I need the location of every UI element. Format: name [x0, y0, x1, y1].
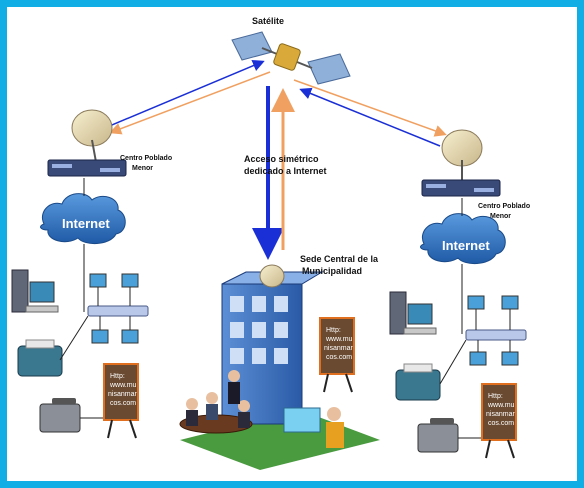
left-site-label-line2: Menor [132, 165, 153, 172]
right-board-line3: nisanmar [486, 411, 515, 418]
satellite-label: Satélite [252, 16, 284, 26]
right-pc-icons [467, 295, 519, 366]
hq-board-line1: Http: [326, 327, 341, 334]
left-server-icon [11, 269, 59, 313]
left-board-line3: nisanmar [108, 391, 137, 398]
right-phone-icon [417, 418, 459, 453]
link-label-line1: Acceso simétrico [244, 154, 319, 164]
link-label-line2: dedicado a Internet [244, 166, 327, 176]
right-board-line4: cos.com [488, 420, 514, 427]
left-printer-icon [17, 339, 63, 377]
hq-board-line3: nisanmar [324, 345, 353, 352]
hq-board-line4: cos.com [326, 354, 352, 361]
right-site-label-line2: Menor [490, 213, 511, 220]
left-board-line2: www.mu [109, 382, 137, 389]
left-board-line4: cos.com [110, 400, 136, 407]
left-phone-icon [39, 398, 81, 433]
right-cloud-icon [420, 213, 506, 264]
satellite-icon [231, 31, 351, 85]
hq-board-line2: www.mu [325, 336, 353, 343]
presentation-icon [283, 407, 344, 448]
right-board-line2: www.mu [487, 402, 515, 409]
right-printer-icon [395, 363, 441, 401]
left-dish-icon [71, 109, 113, 163]
right-board-line1: Http: [488, 393, 503, 400]
meeting-table-icon [179, 370, 253, 434]
hq-label-line2: Municipalidad [302, 266, 362, 276]
right-dish-icon [441, 129, 483, 180]
right-router-icon [421, 179, 501, 197]
link-headquarters [252, 86, 295, 260]
left-switch-icon [87, 305, 149, 317]
left-router-icon [47, 159, 127, 177]
left-cloud-icon [40, 193, 126, 244]
right-site-label-line1: Centro Poblado [478, 203, 530, 210]
link-left-site [99, 59, 271, 135]
left-board-line1: Http: [110, 373, 125, 380]
left-pc-icons [89, 273, 139, 344]
hq-label-line1: Sede Central de la [300, 254, 379, 264]
right-cloud-label: Internet [442, 238, 490, 253]
right-board-icon [481, 383, 517, 459]
left-site-label-line1: Centro Poblado [120, 155, 172, 162]
right-server-icon [389, 291, 437, 335]
link-right-site [293, 79, 447, 147]
left-cloud-label: Internet [62, 216, 110, 231]
right-switch-icon [465, 329, 527, 341]
hq-board-icon [319, 317, 355, 393]
left-board-icon [103, 363, 139, 439]
headquarters-dish-icon [259, 264, 285, 288]
